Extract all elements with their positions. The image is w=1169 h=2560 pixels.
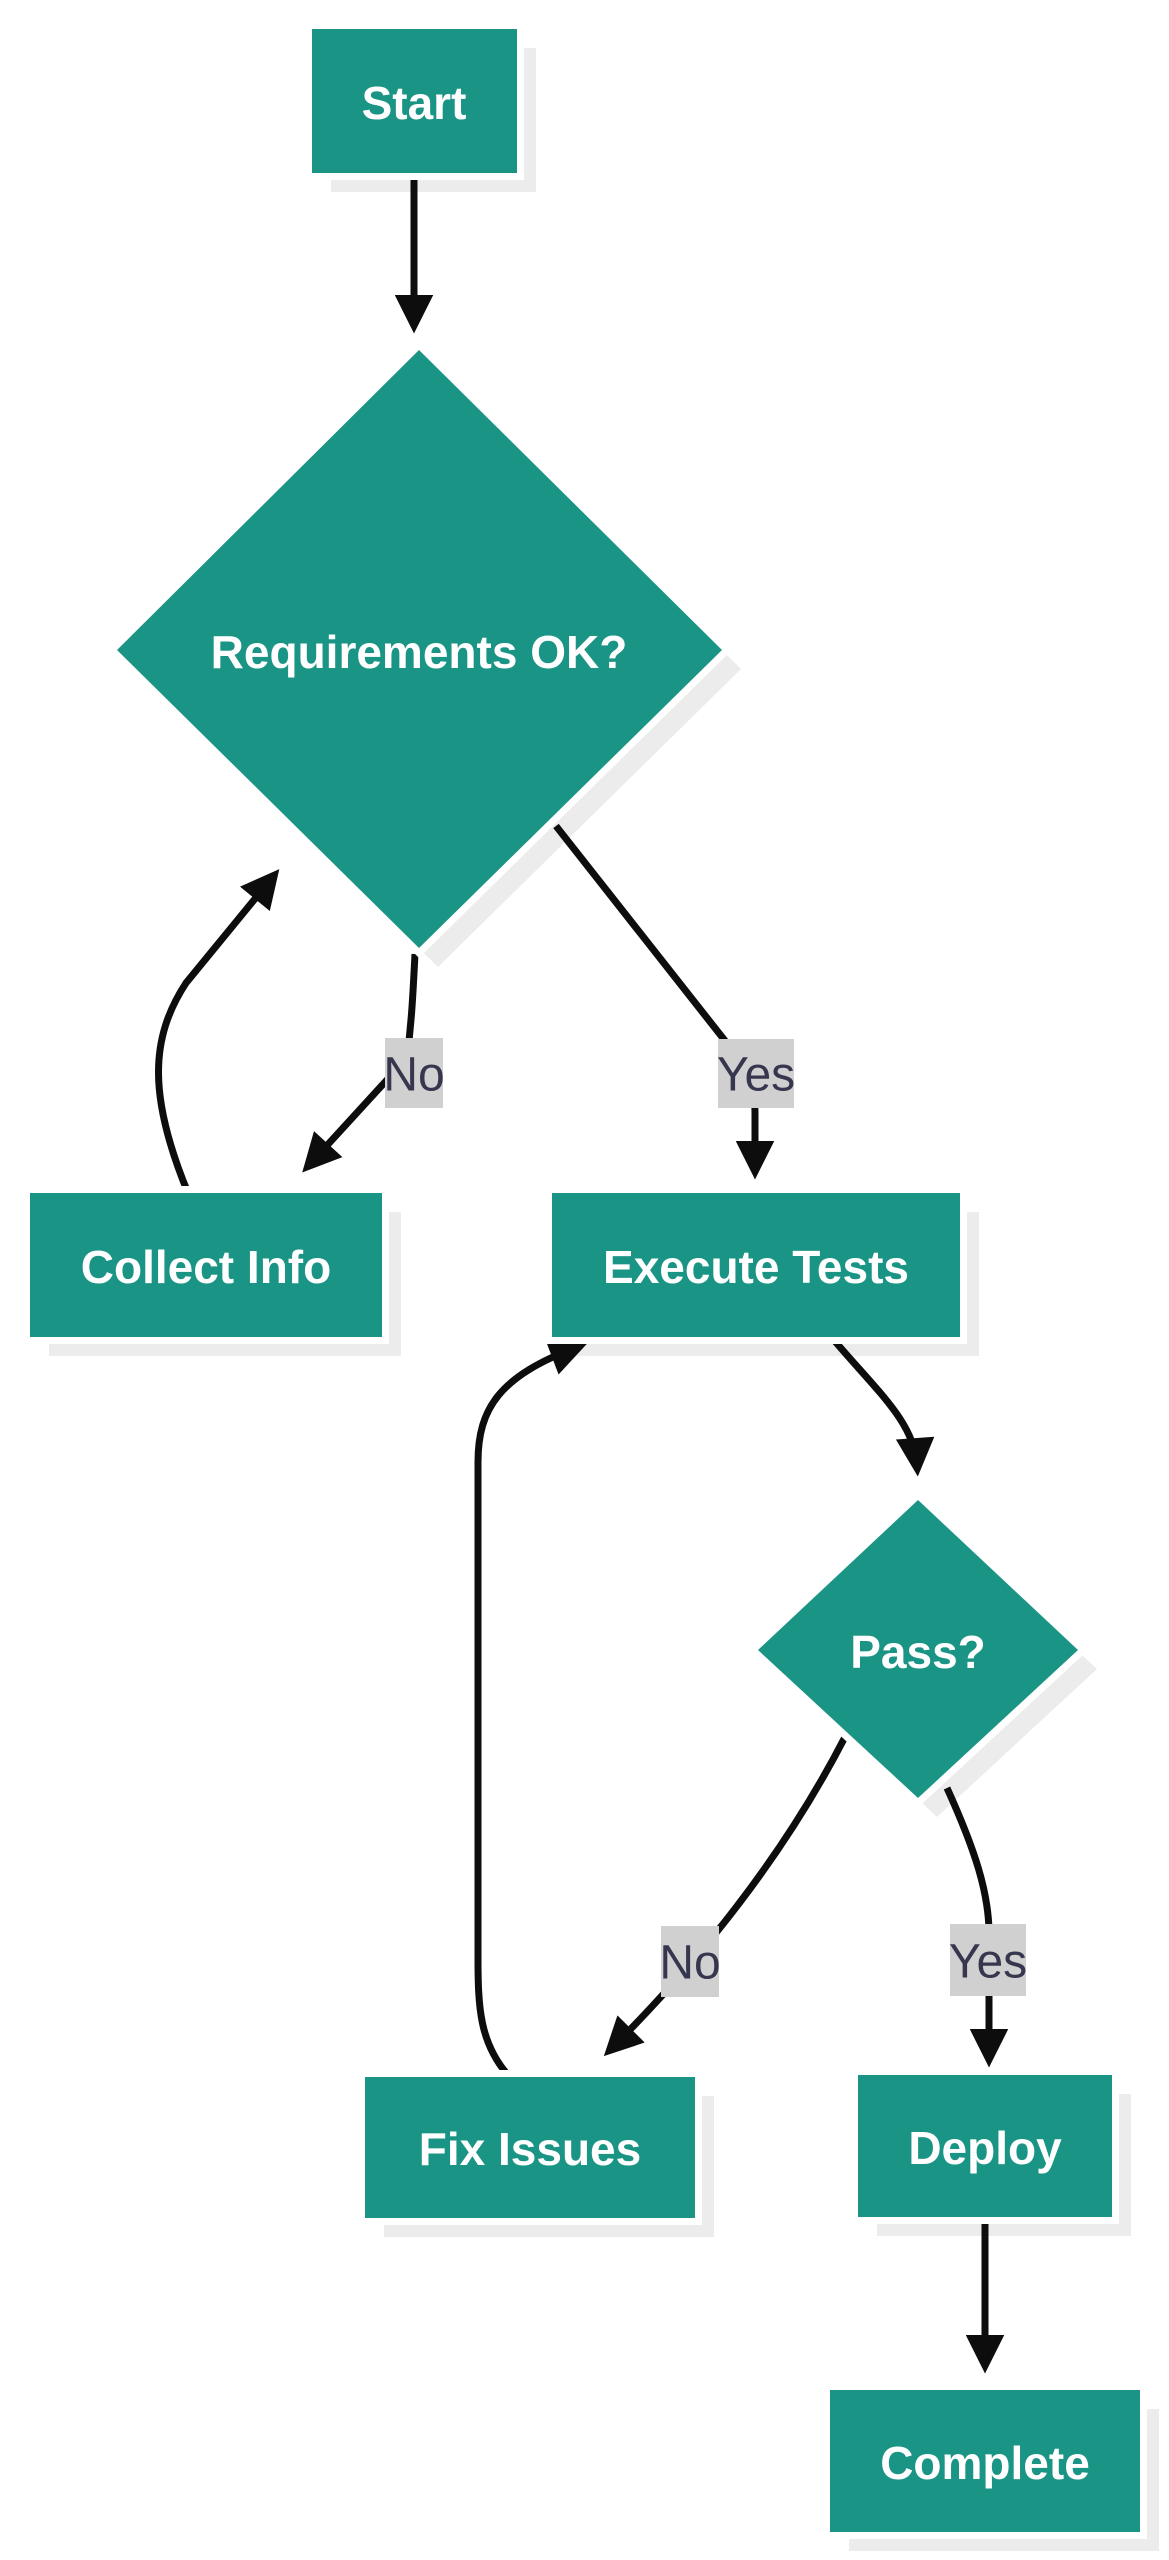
- edge-label-bg: [950, 1924, 1026, 1996]
- node-deploy: Deploy: [851, 2068, 1119, 2224]
- node-collect-shape: [23, 1186, 389, 1344]
- edge-execute-to-pass: [830, 1336, 935, 1477]
- node-execute-shape: [545, 1186, 967, 1344]
- node-fix-label: Fix Issues: [419, 2123, 641, 2175]
- edge-requirements-yes-to-execute: [553, 823, 775, 1180]
- edge-label-bg: [661, 1926, 719, 1997]
- edge-label-text: Yes: [949, 1936, 1027, 1989]
- node-execute-label: Execute Tests: [603, 1241, 909, 1293]
- node-collect: Collect Info: [23, 1186, 389, 1344]
- node-start-label: Start: [362, 77, 467, 129]
- edge-label-bg: [385, 1038, 443, 1108]
- node-pass-label: Pass?: [850, 1626, 986, 1678]
- node-fix-shape: [358, 2070, 702, 2225]
- node-pass-shape: [747, 1490, 1089, 1808]
- edge-label-text: No: [383, 1049, 444, 1102]
- edge-label-text: No: [659, 1937, 720, 1990]
- edge-pass-yes-to-deploy: [943, 1786, 1009, 2068]
- edge-label-bg: [718, 1039, 794, 1108]
- node-collect-label: Collect Info: [81, 1241, 331, 1293]
- edge-collect-to-requirements: [155, 869, 280, 1195]
- node-requirements-shape: [107, 340, 732, 958]
- node-complete: Complete: [823, 2383, 1147, 2539]
- nodes: Start Requirements OK? Collect Info Exec…: [23, 22, 1147, 2539]
- edge-label-no-requirements: No: [383, 1038, 445, 1108]
- edge-fix-to-execute: [474, 1338, 588, 2077]
- edge-label-no-pass: No: [659, 1926, 721, 1997]
- node-deploy-shape: [851, 2068, 1119, 2224]
- node-complete-shape: [823, 2383, 1147, 2539]
- edge-pass-no-to-fix: [603, 1735, 849, 2057]
- edge-labels: No Yes No Yes: [383, 1038, 1027, 1997]
- edge-label-text: Yes: [717, 1049, 795, 1102]
- node-pass: Pass?: [747, 1490, 1089, 1808]
- node-deploy-label: Deploy: [908, 2122, 1062, 2174]
- node-requirements: Requirements OK?: [107, 340, 732, 958]
- edge-label-yes-requirements: Yes: [717, 1039, 795, 1108]
- node-fix: Fix Issues: [358, 2070, 702, 2225]
- edge-label-yes-pass: Yes: [949, 1924, 1027, 1996]
- node-complete-label: Complete: [880, 2437, 1090, 2489]
- node-requirements-label: Requirements OK?: [211, 626, 628, 678]
- node-start: Start: [305, 22, 524, 180]
- node-start-shape: [305, 22, 524, 180]
- node-execute: Execute Tests: [545, 1186, 967, 1344]
